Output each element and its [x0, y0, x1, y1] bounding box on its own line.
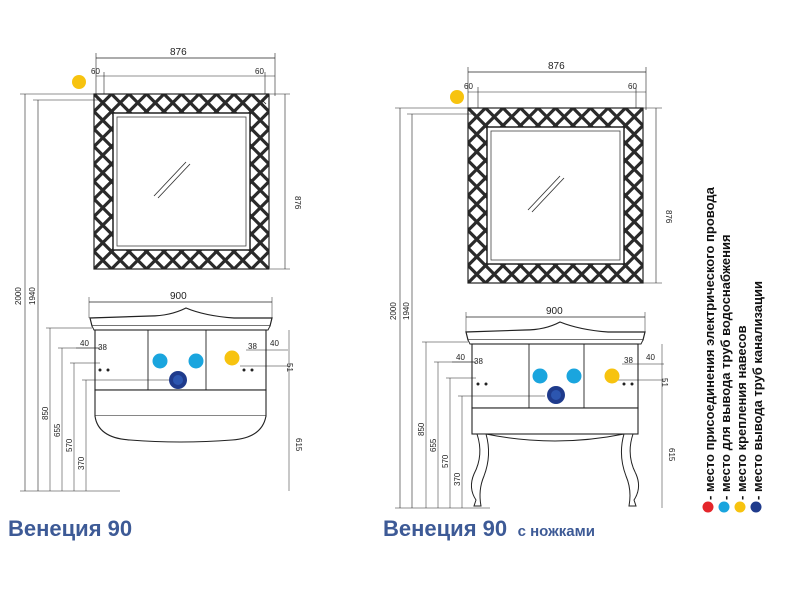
- legend: - место присоединения электрического про…: [702, 186, 765, 513]
- dim-h570: 570: [65, 438, 74, 452]
- water-pipe-marker-right: [566, 368, 582, 384]
- hanger-point-marker: [72, 75, 86, 89]
- dim-38-right: 38: [624, 356, 633, 365]
- dim-h570: 570: [441, 454, 450, 468]
- hanger-point-marker-vanity: [604, 368, 620, 384]
- dim-40-right: 40: [646, 353, 655, 362]
- legend-item-water: - место для вывода труб водоснабжения: [718, 234, 733, 500]
- dim-51: 51: [285, 363, 294, 372]
- legend-dot-red: [702, 501, 714, 513]
- dim-mirror-right-offset: 60: [255, 67, 264, 76]
- hanger-point-marker-vanity: [224, 350, 240, 366]
- dim-total-height: 2000: [14, 287, 23, 305]
- dim-h850: 850: [41, 406, 50, 420]
- dim-h655: 655: [429, 438, 438, 452]
- drawing-title-left: Венеция 90: [8, 516, 132, 541]
- dim-mirror-right-offset: 60: [628, 82, 637, 91]
- dim-38-left: 38: [474, 357, 483, 366]
- hanger-point-marker: [450, 90, 464, 104]
- dim-40-left: 40: [456, 353, 465, 362]
- legend-dot-cyan: [718, 501, 730, 513]
- bolt-point: [106, 368, 110, 372]
- drain-pipe-marker-inner: [551, 390, 561, 400]
- dim-40-right: 40: [270, 339, 279, 348]
- dim-h655: 655: [53, 423, 62, 437]
- drawing-title-right-main: Венеция 90: [383, 516, 507, 541]
- drain-pipe-marker-inner: [173, 375, 183, 385]
- dim-38-right: 38: [248, 342, 257, 351]
- dim-40-left: 40: [80, 339, 89, 348]
- dim-mirror-left-offset: 60: [464, 82, 473, 91]
- bolt-point: [476, 382, 480, 386]
- water-pipe-marker-left: [532, 368, 548, 384]
- dim-38-left: 38: [98, 343, 107, 352]
- legend-dot-yellow: [734, 501, 746, 513]
- drawing-title-right: Венеция 90 с ножками: [383, 516, 595, 541]
- legend-item-electric: - место присоединения электрического про…: [702, 186, 717, 500]
- legend-dot-navy: [750, 501, 762, 513]
- legend-item-hangers: - место крепления навесов: [734, 325, 749, 500]
- bolt-point: [622, 382, 626, 386]
- dim-mirror-left-offset: 60: [91, 67, 100, 76]
- dim-mirror-width: 876: [548, 61, 565, 72]
- dim-mirror-width: 876: [170, 47, 187, 58]
- drawing-right: 876 60 60 876 2000 1940 900 40 38 38: [383, 61, 676, 541]
- water-pipe-marker-right: [188, 353, 204, 369]
- dim-h615: 615: [294, 438, 303, 452]
- drawing-left: 876 60 60 876 2000 1940 900: [8, 47, 303, 541]
- drawing-title-right-sub: с ножками: [518, 523, 595, 540]
- dim-h370: 370: [453, 472, 462, 486]
- dim-vanity-width: 900: [546, 306, 563, 317]
- bolt-point: [484, 382, 488, 386]
- dim-h615: 615: [667, 448, 676, 462]
- dim-51: 51: [660, 378, 669, 387]
- legend-item-drain: - место вывода труб канализации: [750, 281, 765, 500]
- dim-mirror-top: 1940: [28, 287, 37, 305]
- water-pipe-marker-left: [152, 353, 168, 369]
- dim-total-height: 2000: [389, 302, 398, 320]
- dim-h850: 850: [417, 422, 426, 436]
- dim-mirror-top: 1940: [402, 302, 411, 320]
- dim-h370: 370: [77, 456, 86, 470]
- bolt-point: [98, 368, 102, 372]
- dim-mirror-height: 876: [293, 196, 302, 210]
- bolt-point: [250, 368, 254, 372]
- dim-mirror-height: 876: [664, 210, 673, 224]
- dim-vanity-width: 900: [170, 291, 187, 302]
- bolt-point: [242, 368, 246, 372]
- bolt-point: [630, 382, 634, 386]
